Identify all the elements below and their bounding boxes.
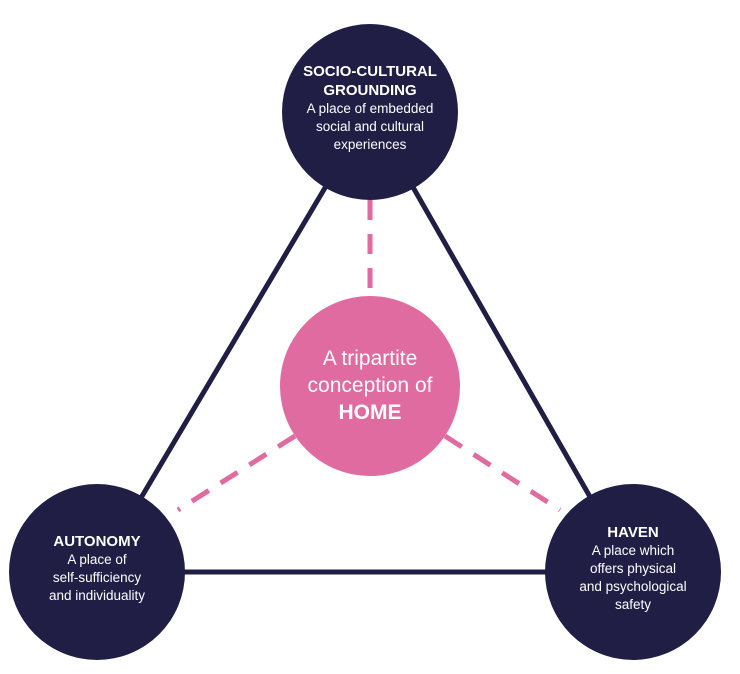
center-line2: conception of bbox=[307, 374, 433, 397]
node-left-desc-line2: self-sufficiency bbox=[52, 570, 142, 585]
node-top-desc-line1: A place of embedded bbox=[306, 101, 434, 116]
center-text: A tripartite conception of HOME bbox=[290, 345, 450, 426]
edge-top-right bbox=[367, 110, 636, 574]
node-right-desc-line2: offers physical bbox=[589, 561, 677, 576]
dash-center-left bbox=[176, 433, 297, 513]
node-top-desc-line3: experiences bbox=[333, 137, 407, 152]
node-left-desc-line3: and individuality bbox=[48, 588, 146, 603]
node-right-desc-line4: safety bbox=[614, 597, 652, 612]
node-socio-cultural-grounding bbox=[282, 24, 458, 200]
node-left-text: AUTONOMY A place of self-sufficiency and… bbox=[17, 532, 177, 605]
node-top-text: SOCIO-CULTURAL GROUNDING A place of embe… bbox=[282, 62, 458, 154]
center-line1: A tripartite bbox=[322, 347, 418, 370]
node-left-desc-line1: A place of bbox=[67, 552, 127, 567]
node-home-center bbox=[280, 296, 460, 476]
node-right-title: HAVEN bbox=[607, 524, 659, 541]
node-left-title: AUTONOMY bbox=[53, 533, 141, 550]
node-right-text: HAVEN A place which offers physical and … bbox=[553, 523, 713, 614]
node-top-title-line1: SOCIO-CULTURAL bbox=[303, 63, 437, 80]
center-home-label: HOME bbox=[338, 401, 402, 424]
node-right-desc-line3: and psychological bbox=[579, 579, 687, 594]
node-top-title-line2: GROUNDING bbox=[323, 82, 417, 99]
dash-center-right bbox=[443, 433, 562, 513]
node-top-desc-line2: social and cultural bbox=[315, 119, 425, 134]
edge-top-left bbox=[94, 110, 373, 574]
node-autonomy bbox=[9, 484, 185, 660]
node-right-desc-line1: A place which bbox=[591, 543, 675, 558]
node-haven bbox=[545, 484, 721, 660]
